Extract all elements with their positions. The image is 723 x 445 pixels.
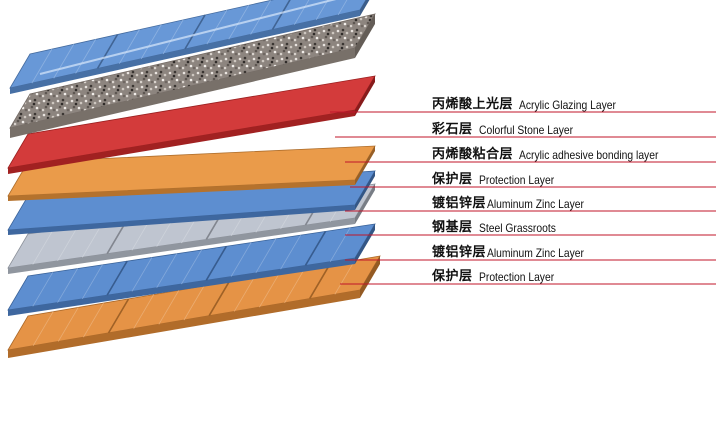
label-zh: 彩石层 bbox=[432, 122, 473, 137]
label-zh: 镀铝锌层 bbox=[432, 196, 487, 211]
label-zh: 丙烯酸粘合层 bbox=[432, 147, 514, 162]
layer-sheet-7 bbox=[7, 223, 376, 316]
label-en: Aluminum Zinc Layer bbox=[487, 197, 584, 211]
label-en: Steel Grassroots bbox=[478, 221, 556, 235]
label-zh: 镀铝锌层 bbox=[432, 245, 487, 260]
label-acrylic-bonding-layer: 丙烯酸粘合层 Acrylic adhesive bonding layer bbox=[432, 142, 681, 162]
label-colorful-stone-layer: 彩石层 Colorful Stone Layer bbox=[432, 117, 588, 137]
label-zh: 钢基层 bbox=[432, 220, 473, 235]
label-protection-layer-top: 保护层 Protection Layer bbox=[432, 167, 566, 187]
label-aluminum-zinc-layer-bottom: 镀铝锌层 Aluminum Zinc Layer bbox=[432, 240, 600, 260]
layer-sheet-8 bbox=[7, 255, 381, 358]
layer-sheet-1 bbox=[9, 0, 370, 94]
label-en: Protection Layer bbox=[478, 173, 554, 187]
label-protection-layer-bottom: 保护层 Protection Layer bbox=[432, 264, 566, 284]
label-en: Acrylic adhesive bonding layer bbox=[519, 148, 659, 162]
layer-sheet-4 bbox=[7, 145, 376, 201]
label-acrylic-glazing-layer: 丙烯酸上光层 Acrylic Glazing Layer bbox=[432, 92, 632, 112]
label-zh: 保护层 bbox=[432, 172, 473, 187]
label-en: Aluminum Zinc Layer bbox=[487, 246, 584, 260]
label-aluminum-zinc-layer-top: 镀铝锌层 Aluminum Zinc Layer bbox=[432, 191, 600, 211]
label-en: Colorful Stone Layer bbox=[478, 123, 573, 137]
label-steel-base-layer: 钢基层 Steel Grassroots bbox=[432, 215, 568, 235]
layer-sheet-3 bbox=[7, 75, 376, 174]
label-zh: 保护层 bbox=[432, 269, 473, 284]
label-zh: 丙烯酸上光层 bbox=[432, 97, 514, 112]
layer-sheet-2 bbox=[9, 13, 376, 138]
label-en: Protection Layer bbox=[478, 270, 554, 284]
label-en: Acrylic Glazing Layer bbox=[519, 98, 616, 112]
